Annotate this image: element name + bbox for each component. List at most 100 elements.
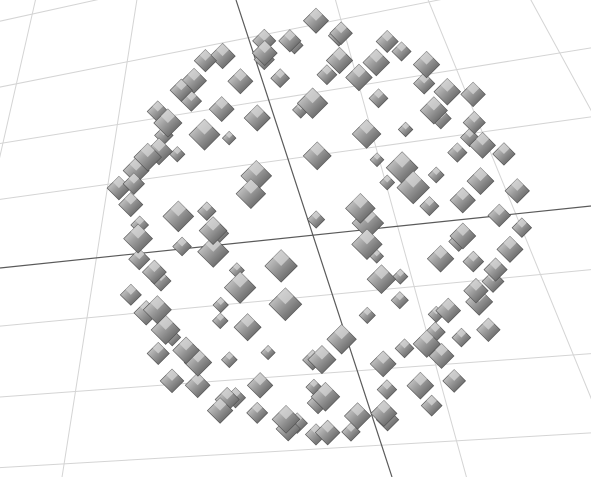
cube-primitive xyxy=(326,324,357,355)
cube-highlight xyxy=(473,167,488,182)
cube-highlight xyxy=(456,223,470,236)
cube-primitive xyxy=(268,287,303,322)
cube-primitive xyxy=(376,379,398,400)
cube-face xyxy=(223,271,257,304)
cube-primitive xyxy=(251,40,278,67)
grid-line xyxy=(0,47,591,145)
cube-primitive xyxy=(260,345,276,361)
cube-highlight xyxy=(469,278,483,291)
cube-highlight xyxy=(124,192,137,205)
cube-primitive xyxy=(447,142,468,163)
cube-primitive xyxy=(435,297,462,324)
cube-highlight xyxy=(264,345,272,353)
cube-highlight xyxy=(277,287,294,305)
cube-highlight xyxy=(395,291,405,301)
cube-highlight xyxy=(352,193,368,209)
cube-highlight xyxy=(401,122,410,130)
cube-primitive xyxy=(483,257,508,282)
cube-highlight xyxy=(258,40,272,54)
cube-primitive xyxy=(449,187,476,214)
cube-primitive xyxy=(351,119,382,149)
cube-highlight xyxy=(225,351,234,360)
cube-highlight xyxy=(332,47,347,61)
cube-primitive xyxy=(329,21,353,45)
grid-line xyxy=(0,0,36,159)
cube-highlight xyxy=(321,420,334,433)
cube-primitive xyxy=(159,368,185,394)
cube-primitive xyxy=(184,372,211,399)
cube-primitive xyxy=(362,48,391,77)
cube-highlight xyxy=(177,237,187,247)
cube-primitive xyxy=(370,399,398,427)
cube-primitive xyxy=(235,178,267,210)
cube-primitive xyxy=(419,196,440,217)
cube-highlight xyxy=(304,88,321,104)
cube-highlight xyxy=(489,257,502,270)
cube-highlight xyxy=(253,372,267,386)
cube-highlight xyxy=(482,318,495,330)
cube-highlight xyxy=(128,173,140,184)
cube-primitive xyxy=(397,121,414,138)
grid-line xyxy=(0,116,591,200)
cube-highlight xyxy=(187,68,201,81)
cube-highlight xyxy=(359,229,375,245)
cube-primitive xyxy=(412,329,441,358)
cube-primitive xyxy=(119,283,142,306)
cube-primitive xyxy=(146,100,169,123)
cube-primitive xyxy=(141,259,167,285)
cube-highlight xyxy=(199,49,211,61)
cube-highlight xyxy=(382,379,392,390)
cube-highlight xyxy=(369,49,383,63)
cube-highlight xyxy=(240,313,255,328)
cube-primitive xyxy=(379,174,396,191)
cube-primitive xyxy=(463,278,489,304)
cube-highlight xyxy=(516,217,527,228)
cube-highlight xyxy=(191,372,204,386)
cube-highlight xyxy=(216,43,229,57)
cube-highlight xyxy=(309,379,318,388)
cube-face xyxy=(243,104,271,132)
cube-highlight xyxy=(418,72,430,84)
cube-primitive xyxy=(375,29,399,53)
cube-highlight xyxy=(352,64,366,78)
cube-primitive xyxy=(511,217,533,238)
cube-primitive xyxy=(221,351,238,369)
cube-primitive xyxy=(469,131,496,159)
cube-highlight xyxy=(173,146,182,155)
cube-highlight xyxy=(310,141,325,156)
cube-highlight xyxy=(166,369,178,381)
cube-primitive xyxy=(122,172,145,195)
cube-highlight xyxy=(351,402,365,417)
cube-highlight xyxy=(140,143,155,158)
cube-primitive xyxy=(343,402,372,430)
cube-primitive xyxy=(172,236,192,257)
cube-primitive xyxy=(310,382,341,412)
cube-primitive xyxy=(369,152,385,168)
cube-face xyxy=(212,312,229,330)
cube-highlight xyxy=(234,68,247,82)
cube-highlight xyxy=(125,284,137,295)
cube-highlight xyxy=(373,249,381,257)
cube-highlight xyxy=(273,249,290,266)
cube-primitive xyxy=(209,42,236,70)
cube-primitive xyxy=(449,222,477,250)
cube-highlight xyxy=(426,395,437,406)
cube-primitive xyxy=(314,419,341,446)
cube-primitive xyxy=(462,111,486,135)
cube-primitive xyxy=(392,268,409,285)
grid-line xyxy=(0,0,99,22)
cube-primitive xyxy=(307,345,337,375)
cube-primitive xyxy=(427,166,445,184)
cube-primitive xyxy=(396,170,430,205)
cube-highlight xyxy=(152,100,164,112)
cube-highlight xyxy=(150,295,165,310)
cube-primitive xyxy=(451,327,472,348)
cube-primitive xyxy=(123,223,153,254)
cube-primitive xyxy=(233,313,262,342)
cube-primitive xyxy=(246,372,274,399)
cube-highlight xyxy=(215,96,228,110)
cube-primitive xyxy=(345,193,376,224)
cube-highlight xyxy=(503,236,517,250)
